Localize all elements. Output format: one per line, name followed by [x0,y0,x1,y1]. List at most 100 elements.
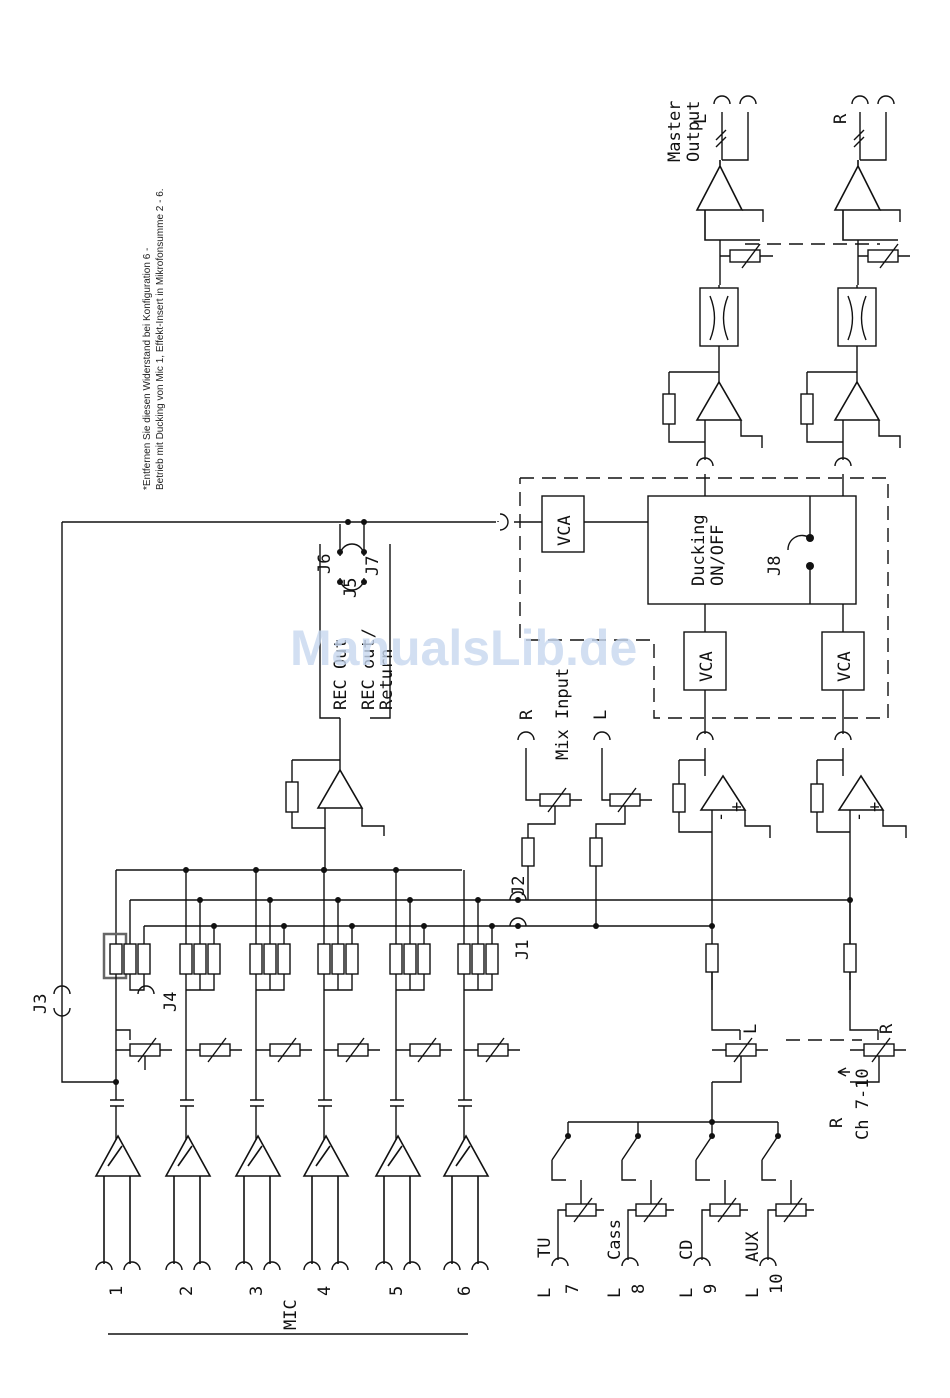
vca-duck-label: VCA [555,515,575,546]
rec-amp [316,768,364,809]
feedback-resistor-right [800,393,814,425]
output-amp-right [833,160,898,241]
ch-r-label: R [827,1117,847,1128]
stage-amp-right [833,380,881,421]
output-amp-left [695,160,760,241]
line-input-10-name: AUX [743,1231,763,1262]
sum-level-pots: L R R Ch 7-10 [705,943,906,1140]
sum-right-label: R [877,1023,897,1034]
footnote-line-2: Betrieb mit Ducking von Mic 1, Effekt-In… [155,188,166,490]
mic-channel-3 [234,1030,312,1271]
sum-right-plus: + [865,802,885,812]
ducking-on-off-label: ON/OFF [708,525,728,586]
sum-amp-right [837,774,885,811]
mix-input-res-left [589,837,603,867]
line-inputs: TU 7 L Cass 8 L CD 9 L AUX 10 L [535,1082,814,1298]
line-input-9-num: 9 [701,1284,721,1294]
mic-channel-4 [302,1030,380,1271]
mix-bus: J1 J2 [115,869,851,960]
sum-feedback-left [672,783,686,813]
rec-section: REC Out REC out/ Return J6 J5 J7 [285,519,397,870]
master-output-label-line2: Output [684,101,704,162]
footnote: *Entfernen Sie diesen Widerstand bei Kon… [142,188,166,490]
sum-amplifiers: - + - + [672,759,907,990]
vca-left-label: VCA [697,651,717,682]
master-output-section: Master Output L R [662,95,910,496]
mic-channel-3-label: 3 [247,1286,267,1296]
j3-jumper [53,985,71,1017]
line-input-8-side: L [605,1288,625,1298]
ducking-on-off-box [647,495,857,605]
mic-channels: J4 [94,867,520,1335]
vca-right-box [821,631,865,691]
mix-input-pot-left [609,793,641,807]
j2-label: J2 [509,876,529,896]
mic-group-label: MIC [281,1299,301,1330]
footnote-line-1: *Entfernen Sie diesen Widerstand bei Kon… [142,248,153,490]
mix-input-res-right [521,837,535,867]
master-output-label-line1: Master [665,101,685,162]
line-input-9-side: L [677,1288,697,1298]
rec-return-label-1: REC out/ [359,628,379,710]
vca-duck-box [541,495,585,553]
line-input-7-name: TU [535,1238,555,1258]
master-pot-left [729,249,761,263]
sum-pot-left [725,1043,757,1057]
j5-jumper [339,543,365,591]
mic-channel-1 [94,1029,172,1271]
mic-channel-4-label: 4 [315,1286,335,1296]
line-input-10-side: L [743,1288,763,1298]
j5-label: J5 [341,578,361,598]
mic-channel-6-label: 6 [455,1286,475,1296]
master-output-right-label: R [831,113,851,124]
sum-pot-right [863,1043,895,1057]
j8-label: J8 [765,556,785,576]
mic-channel-2 [164,1030,242,1271]
ducking-module: VCA Ducking ON/OFF J8 VCA VCA [519,477,889,776]
j3-label: J3 [31,994,51,1014]
mix-input: R Mix Input L [517,668,652,926]
j4-label: J4 [161,992,181,1012]
feedback-resistor-left [662,393,676,425]
vca-right-label: VCA [835,651,855,682]
mic-bus-resistors: J4 [102,867,499,1030]
mix-input-left: L [591,710,611,720]
mic-channel-5 [374,1030,452,1271]
sum-left-plus: + [727,802,747,812]
mic-channel-1-label: 1 [107,1286,127,1296]
j7-label: J7 [363,556,383,576]
sum-left-label: L [741,1024,761,1034]
mix-input-pot-right [539,793,571,807]
rec-return-label-2: Return [377,649,397,710]
line-input-9-name: CD [677,1240,697,1260]
mix-input-right: R [517,709,537,720]
mic-channel-6 [442,1030,520,1271]
line-input-7-num: 7 [563,1284,583,1294]
master-output-left-label: L [691,114,711,124]
sum-right-minus: - [849,812,869,822]
mix-input-label: Mix Input [553,668,573,760]
line-input-8-num: 8 [629,1284,649,1294]
eq-filter-right [837,287,877,347]
ch-7-10-label: Ch 7-10 [853,1068,873,1140]
j1-label: J1 [513,940,533,960]
vca-left-box [683,631,727,691]
mic-channel-5-label: 5 [387,1286,407,1296]
sum-left-minus: - [711,812,731,822]
sum-amp-left [699,774,747,811]
line-input-8-name: Cass [605,1219,625,1260]
watermark: ManualsLib.de [290,620,637,676]
sum-feedback-right [810,783,824,813]
j6-label: J6 [315,554,335,574]
line-input-7-side: L [535,1288,555,1298]
stage-amp-left [695,380,743,421]
ducking-send-line [61,521,496,1083]
rec-feedback-resistor [285,781,299,813]
eq-filter-left [699,287,739,347]
line-input-10-num: 10 [767,1274,787,1294]
ducking-label: Ducking [689,514,709,586]
mic-channel-2-label: 2 [177,1286,197,1296]
master-pot-right [867,249,899,263]
rec-out-label: REC Out [331,638,351,710]
